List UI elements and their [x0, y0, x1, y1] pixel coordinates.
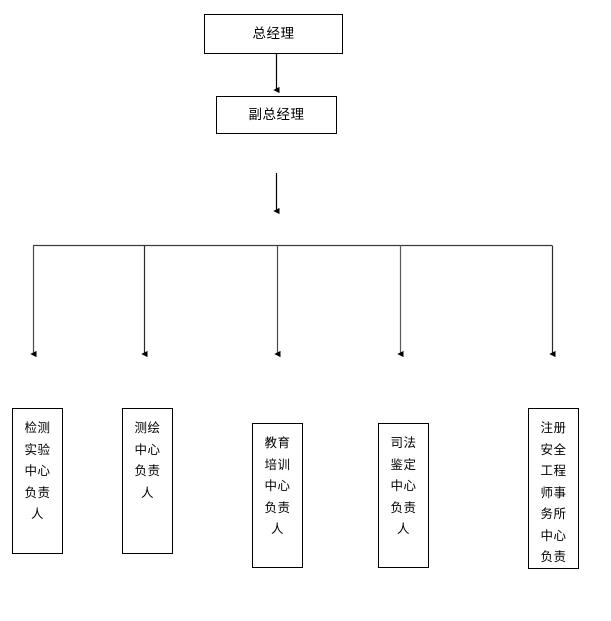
node-department-safety-engineer-office-center-label: 注册安全工程师事务所中心负责 [540, 421, 567, 564]
node-general-manager[interactable]: 总经理 [204, 14, 343, 54]
node-deputy-general-manager[interactable]: 副总经理 [216, 96, 337, 134]
node-department-judicial-appraisal-center[interactable]: 司法鉴定中心负责人 [378, 423, 429, 568]
node-department-surveying-center[interactable]: 测绘中心负责人 [122, 408, 173, 554]
node-deputy-general-manager-label: 副总经理 [248, 106, 305, 122]
node-department-education-training-center-label: 教育培训中心负责人 [264, 436, 291, 536]
node-general-manager-label: 总经理 [252, 25, 295, 41]
node-department-testing-lab-center-label: 检测实验中心负责人 [24, 421, 51, 521]
node-department-testing-lab-center[interactable]: 检测实验中心负责人 [12, 408, 63, 554]
node-department-judicial-appraisal-center-label: 司法鉴定中心负责人 [390, 436, 417, 536]
node-department-education-training-center[interactable]: 教育培训中心负责人 [252, 423, 303, 568]
node-department-safety-engineer-office-center[interactable]: 注册安全工程师事务所中心负责 [528, 408, 579, 569]
node-department-surveying-center-label: 测绘中心负责人 [134, 421, 161, 500]
